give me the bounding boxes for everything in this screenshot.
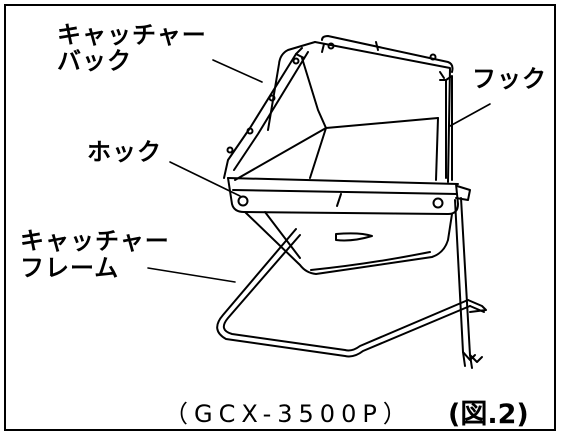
label-hook-right: フック — [472, 65, 547, 93]
leader-catcher-back — [212, 59, 263, 83]
catcher-bag-rim — [227, 177, 471, 215]
leader-lines — [147, 59, 491, 283]
label-catcher-frame-line2: フレーム — [20, 254, 120, 282]
hook-bracket — [439, 75, 453, 181]
label-hook-left: ホック — [87, 138, 162, 166]
label-catcher-frame-line1: キャッチャー — [20, 227, 170, 255]
leader-hook-right — [449, 103, 491, 127]
catcher-frame-wire — [216, 197, 487, 369]
catcher-bag-box — [234, 35, 454, 183]
label-catcher-back-line1: キャッチャー — [57, 21, 207, 49]
leader-hook-left — [169, 161, 241, 197]
catcher-bag-side-flange — [223, 47, 309, 179]
leader-catcher-frame — [147, 267, 236, 283]
model-number: （GCX-3500P） — [164, 400, 413, 428]
label-catcher-back-line2: バック — [57, 47, 132, 75]
catcher-bag-body — [244, 193, 453, 275]
figure-border — [4, 4, 556, 431]
figure-number: (図.2) — [448, 399, 529, 430]
